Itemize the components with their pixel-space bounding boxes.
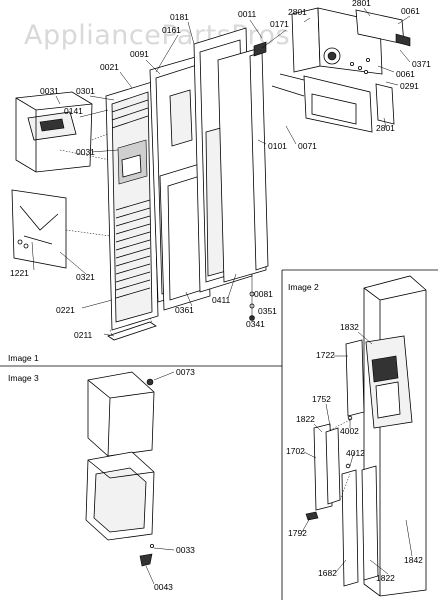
label-1702: 1702	[286, 446, 305, 456]
label-1221: 1221	[10, 268, 29, 278]
label-0291: 0291	[400, 81, 419, 91]
label-0101: 0101	[268, 141, 287, 151]
label-0021: 0021	[100, 62, 119, 72]
label-0011: 0011	[238, 9, 257, 19]
label-2801-low: 2801	[376, 123, 395, 133]
image3-drawing	[85, 371, 155, 567]
label-1722: 1722	[316, 350, 335, 360]
label-0141: 0141	[64, 106, 83, 116]
label-1842: 1842	[404, 555, 423, 565]
label-0341: 0341	[246, 319, 265, 329]
label-0211: 0211	[74, 330, 93, 340]
label-0161: 0161	[162, 25, 181, 35]
label-0171: 0171	[270, 19, 289, 29]
label-0071: 0071	[298, 141, 317, 151]
label-0043: 0043	[154, 582, 173, 592]
label-0081: 0081	[254, 289, 273, 299]
label-0321: 0321	[76, 272, 95, 282]
label-0411: 0411	[212, 295, 231, 305]
section-dividers	[0, 269, 438, 600]
label-1792: 1792	[288, 528, 307, 538]
label-0371: 0371	[412, 59, 431, 69]
label-0033: 0033	[176, 545, 195, 555]
image2-drawing	[305, 275, 427, 597]
label-0061-mid: 0061	[396, 69, 415, 79]
section-title-image1: Image 1	[8, 353, 39, 363]
label-0301: 0301	[76, 86, 95, 96]
label-2801-top: 2801	[288, 7, 307, 17]
label-4002: 4002	[340, 426, 359, 436]
label-0351: 0351	[258, 306, 277, 316]
label-1752: 1752	[312, 394, 331, 404]
label-0041: 0031	[40, 86, 59, 96]
label-0181: 0181	[170, 12, 189, 22]
label-0061-top: 0061	[401, 6, 420, 16]
label-2801-right: 2801	[352, 0, 371, 8]
label-1832: 1832	[340, 322, 359, 332]
image3-labels: 0073 0033 0043	[145, 367, 195, 592]
label-0091: 0091	[130, 49, 149, 59]
label-1822-top: 1822	[296, 414, 315, 424]
label-4012: 4012	[346, 448, 365, 458]
label-0073: 0073	[176, 367, 195, 377]
image2-labels: 1832 1722 1752 1822 4002 1702 4012 1792 …	[286, 322, 423, 583]
section-title-image2: Image 2	[288, 282, 319, 292]
label-0031: 0031	[76, 147, 95, 157]
image1-labels: 0181 0161 0011 0171 2801 2801 0061 0371 …	[10, 0, 431, 340]
label-0361: 0361	[175, 305, 194, 315]
label-1682: 1682	[318, 568, 337, 578]
label-0221: 0221	[56, 305, 75, 315]
label-1822-bottom: 1822	[376, 573, 395, 583]
section-title-image3: Image 3	[8, 373, 39, 383]
image1-drawing	[11, 7, 411, 341]
